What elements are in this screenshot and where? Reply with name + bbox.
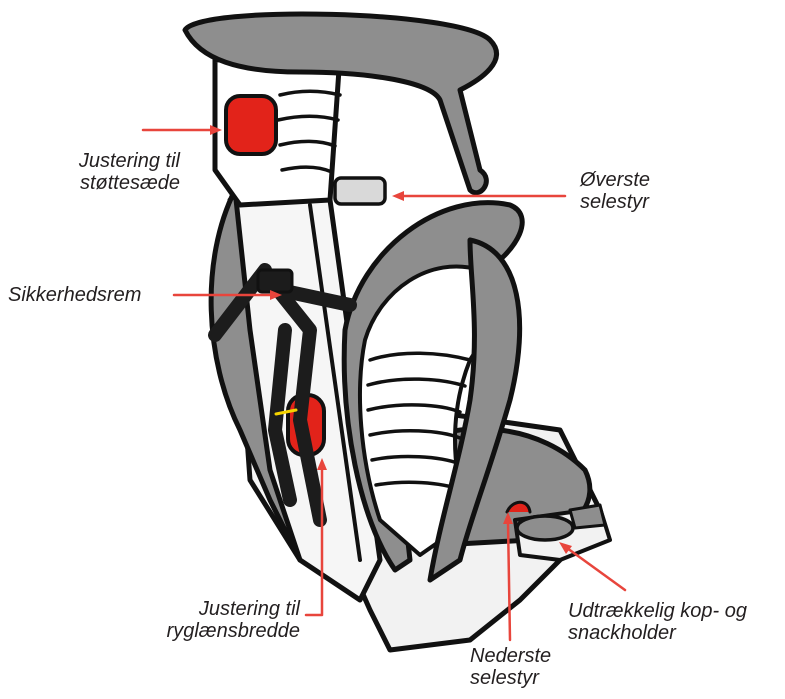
label-line: Justering til	[40, 150, 180, 172]
label-line: snackholder	[568, 622, 747, 644]
label-line: støttesæde	[40, 172, 180, 194]
label-line: Øverste	[580, 169, 650, 191]
label-line: selestyr	[470, 667, 551, 689]
upper-belt-guide	[335, 178, 385, 204]
label-sikkerhedsrem: Sikkerhedsrem	[8, 284, 141, 306]
label-line: Nederste	[470, 645, 551, 667]
label-line: ryglænsbredde	[150, 620, 300, 642]
label-justering-ryglaensbredde: Justering til ryglænsbredde	[150, 598, 300, 642]
strap-buckle	[258, 270, 292, 292]
label-line: Udtrækkelig kop- og	[568, 600, 747, 622]
label-line: Sikkerhedsrem	[8, 284, 141, 306]
label-overste-selestyr: Øverste selestyr	[580, 169, 650, 213]
label-line: selestyr	[580, 191, 650, 213]
seat-adjust-knob	[226, 96, 276, 154]
label-udtraekkelig: Udtrækkelig kop- og snackholder	[568, 600, 747, 644]
snack-tray	[570, 505, 605, 528]
cup-holder-cup	[517, 516, 573, 540]
label-line: Justering til	[150, 598, 300, 620]
label-nederste-selestyr: Nederste selestyr	[470, 645, 551, 689]
label-justering-stottesaede: Justering til støttesæde	[40, 150, 180, 194]
